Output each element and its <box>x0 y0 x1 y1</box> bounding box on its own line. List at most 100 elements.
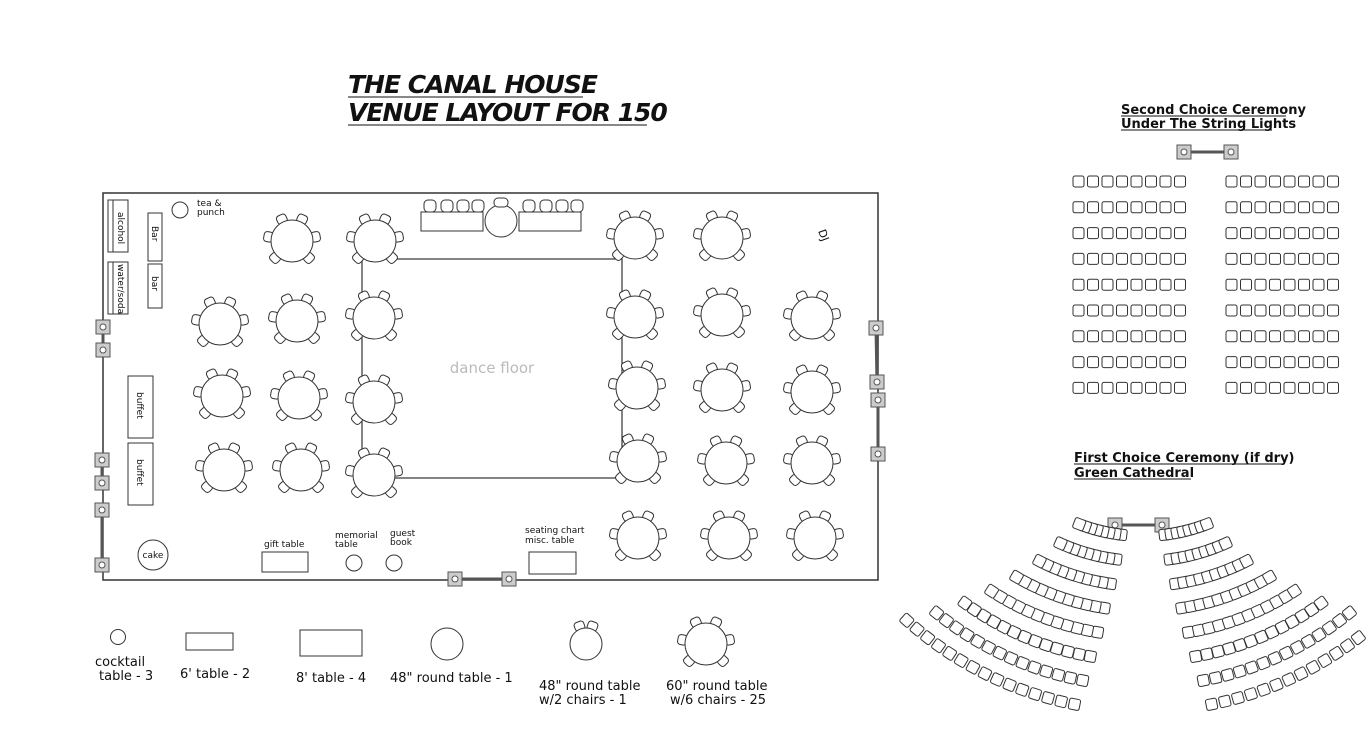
ceremony-chair <box>1240 356 1252 369</box>
round-table-60 <box>346 213 404 264</box>
legend-cocktail-table <box>110 629 126 645</box>
ceremony-chair <box>1015 682 1030 697</box>
ceremony-chair <box>1199 517 1214 532</box>
ceremony-chair <box>1083 649 1097 663</box>
ceremony-chair <box>1283 330 1296 343</box>
gift-table-label: gift table <box>264 540 305 550</box>
ceremony-chair <box>1218 536 1233 551</box>
ceremony-chair <box>1240 175 1252 188</box>
round-table-60 <box>345 447 403 498</box>
dj-label: DJ <box>815 228 831 243</box>
ceremony-chair <box>949 620 964 636</box>
ceremony-chair <box>1174 356 1186 369</box>
ceremony-chair <box>1145 278 1157 291</box>
ceremony-chair <box>1312 330 1325 343</box>
round-table <box>684 622 728 666</box>
ceremony-chair <box>1281 672 1296 687</box>
ceremony-chair <box>1283 227 1296 240</box>
ceremony-chair <box>1009 569 1024 585</box>
title-line-1: THE CANAL HOUSE <box>348 70 598 99</box>
door-post-dot <box>874 450 882 458</box>
head-chair <box>570 199 584 213</box>
arch-post-dot <box>1111 521 1119 529</box>
ceremony-chair <box>959 627 975 643</box>
water-soda-label: water/soda <box>115 264 125 314</box>
ceremony-chair <box>1225 304 1238 317</box>
ceremony-chair <box>1340 638 1355 654</box>
legend-48-round-table-2-chairs <box>569 620 603 661</box>
round-table-60 <box>693 287 751 338</box>
ceremony-chair <box>1130 175 1143 188</box>
ceremony-chair <box>1254 330 1267 343</box>
ceremony-chair <box>1327 252 1339 265</box>
ceremony-chair <box>1159 356 1172 369</box>
ceremony-chair <box>1218 694 1232 709</box>
round-table <box>275 299 319 343</box>
legend-60-chairs-label-2: w/6 chairs - 25 <box>670 693 766 708</box>
ceremony-chair <box>1269 304 1281 317</box>
round-table <box>198 302 242 346</box>
round-table <box>352 380 396 424</box>
ceremony-chair <box>1244 687 1258 702</box>
round-table-60 <box>783 290 841 341</box>
ceremony-chair <box>1298 252 1310 265</box>
ceremony-chair <box>1174 252 1186 265</box>
tea-punch-label-2: punch <box>197 208 225 218</box>
ceremony-chair <box>1159 304 1172 317</box>
round-table-60 <box>697 435 755 486</box>
ceremony-chair <box>1130 278 1143 291</box>
ceremony-chair <box>1262 569 1277 585</box>
ceremony-chair <box>1298 330 1310 343</box>
round-table <box>616 439 660 483</box>
arch-post-dot <box>1227 148 1235 156</box>
buffet-table-2 <box>127 442 154 506</box>
round-table-60 <box>693 210 751 261</box>
door-post-dot <box>98 479 106 487</box>
ceremony-chair <box>1283 201 1296 214</box>
ceremony-chair <box>1298 304 1310 317</box>
door-post-dot <box>98 506 106 514</box>
round-table <box>270 219 314 263</box>
ceremony-chair <box>1254 304 1267 317</box>
ceremony-chair <box>1312 175 1325 188</box>
ceremony-chair <box>1269 356 1281 369</box>
round-table <box>613 216 657 260</box>
ceremony-chair <box>1116 201 1128 214</box>
bar-lower-label: bar <box>149 276 159 291</box>
ceremony-chair <box>1032 553 1047 569</box>
ceremony-chair <box>1240 201 1252 214</box>
ceremony-chair <box>1087 356 1099 369</box>
ceremony-chair <box>984 583 999 599</box>
ceremony-chair <box>1002 677 1017 692</box>
round-table <box>569 627 603 661</box>
ceremony-chair <box>1076 673 1090 687</box>
ceremony-chair <box>1225 330 1238 343</box>
ceremony-chair <box>1312 356 1325 369</box>
round-table <box>790 296 834 340</box>
ceremony-chair <box>1240 252 1252 265</box>
round-table <box>352 453 396 497</box>
ceremony-chair <box>1327 304 1339 317</box>
ceremony-chair <box>1072 330 1085 343</box>
ceremony-chair <box>899 612 915 628</box>
door-post-dot <box>872 324 880 332</box>
ceremony-chair <box>1145 175 1157 188</box>
door-post-dot <box>874 396 882 404</box>
ceremony-chair <box>1063 671 1078 685</box>
first-ceremony-title: First Choice Ceremony (if dry) <box>1074 451 1295 466</box>
ceremony-chair <box>1269 175 1281 188</box>
ceremony-chair <box>1087 201 1099 214</box>
round-table <box>700 368 744 412</box>
round-table <box>615 366 659 410</box>
ceremony-chair <box>1116 330 1128 343</box>
ceremony-chair <box>1269 677 1284 692</box>
ceremony-chair <box>1269 330 1281 343</box>
ceremony-chair <box>1101 381 1114 394</box>
ceremony-chair <box>929 605 945 621</box>
ceremony-chair <box>1116 304 1128 317</box>
ceremony-chair <box>1225 356 1238 369</box>
ceremony-chair <box>1101 175 1114 188</box>
ceremony-chair <box>1159 227 1172 240</box>
ceremony-chair <box>1327 227 1339 240</box>
ceremony-chair <box>909 621 925 637</box>
